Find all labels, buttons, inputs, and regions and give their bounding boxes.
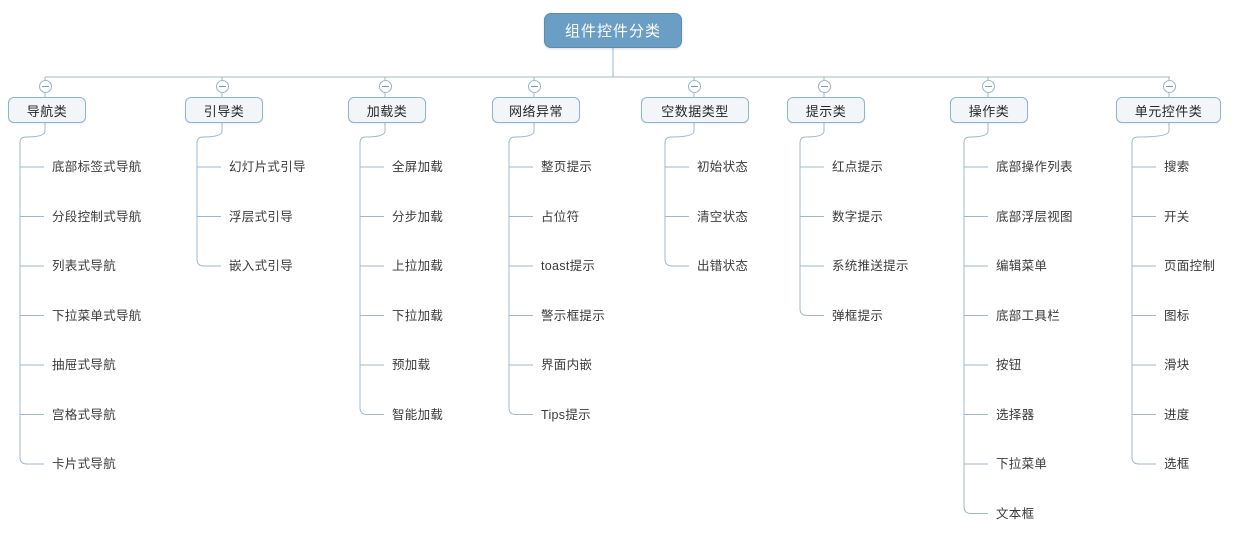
leaf-node-notice-1[interactable]: 数字提示	[832, 209, 884, 224]
leaf-node-empty-data-2[interactable]: 出错状态	[697, 259, 749, 273]
leaf-node-network-error-2[interactable]: toast提示	[541, 259, 596, 273]
category-node-notice[interactable]: 提示类	[787, 97, 865, 123]
leaf-node-operation-0[interactable]: 底部操作列表	[996, 160, 1073, 174]
category-node-label: 操作类	[968, 103, 1010, 119]
leaf-node-unit-control-0[interactable]: 搜索	[1164, 160, 1190, 174]
category-node-network-error[interactable]: 网络异常	[492, 97, 580, 123]
leaf-node-loading-4[interactable]: 预加载	[392, 358, 431, 372]
category-node-unit-control[interactable]: 单元控件类	[1116, 97, 1221, 123]
leaf-node-network-error-3[interactable]: 警示框提示	[541, 308, 606, 323]
leaf-node-loading-1[interactable]: 分步加载	[392, 209, 444, 224]
leaf-elbow-guidance-2	[196, 258, 221, 267]
leaf-node-empty-data-0[interactable]: 初始状态	[697, 160, 749, 174]
leaf-node-guidance-1[interactable]: 浮层式引导	[229, 209, 294, 224]
leaf-node-navigation-6[interactable]: 卡片式导航	[52, 457, 117, 471]
leaf-node-notice-2[interactable]: 系统推送提示	[832, 259, 909, 273]
leaf-node-loading-5[interactable]: 智能加载	[392, 407, 444, 422]
leaf-node-guidance-0[interactable]: 幻灯片式引导	[229, 160, 306, 174]
collapse-toggle-operation[interactable]	[981, 80, 995, 93]
leaf-node-navigation-2[interactable]: 列表式导航	[52, 259, 117, 273]
category-node-label: 网络异常	[508, 103, 563, 119]
leaf-elbow-empty-data-2	[664, 258, 689, 267]
leaf-node-loading-2[interactable]: 上拉加载	[392, 259, 444, 273]
root-node-label: 组件控件分类	[564, 23, 661, 40]
spine-elbow-loading	[359, 123, 386, 144]
category-node-empty-data[interactable]: 空数据类型	[641, 97, 749, 123]
leaf-node-network-error-1[interactable]: 占位符	[541, 209, 580, 224]
spine-elbow-guidance	[196, 123, 223, 144]
category-node-label: 单元控件类	[1134, 103, 1203, 119]
leaf-node-unit-control-6[interactable]: 选框	[1164, 457, 1190, 471]
leaf-node-unit-control-5[interactable]: 进度	[1164, 407, 1190, 422]
category-node-guidance[interactable]: 引导类	[185, 97, 263, 123]
collapse-toggle-empty-data[interactable]	[687, 80, 701, 93]
category-node-label: 导航类	[26, 103, 68, 119]
leaf-node-notice-0[interactable]: 红点提示	[832, 160, 884, 174]
root-node[interactable]: 组件控件分类	[544, 13, 682, 48]
spine-elbow-navigation	[19, 123, 46, 144]
collapse-toggle-navigation[interactable]	[38, 80, 52, 93]
leaf-elbow-navigation-6	[19, 456, 44, 465]
leaf-node-loading-0[interactable]: 全屏加载	[392, 160, 444, 174]
leaf-elbow-loading-5	[359, 407, 384, 415]
leaf-node-operation-4[interactable]: 按钮	[996, 358, 1022, 372]
leaf-node-operation-2[interactable]: 编辑菜单	[996, 259, 1048, 273]
spine-elbow-unit-control	[1131, 123, 1170, 144]
spine-elbow-notice	[799, 123, 825, 144]
leaf-node-unit-control-1[interactable]: 开关	[1164, 209, 1190, 224]
leaf-elbow-network-error-5	[508, 407, 533, 415]
category-node-operation[interactable]: 操作类	[950, 97, 1028, 123]
leaf-node-navigation-4[interactable]: 抽屉式导航	[52, 358, 117, 372]
spine-elbow-operation	[963, 123, 989, 144]
leaf-node-operation-5[interactable]: 选择器	[996, 407, 1035, 422]
leaf-node-empty-data-1[interactable]: 清空状态	[697, 209, 749, 224]
leaf-node-operation-7[interactable]: 文本框	[996, 506, 1035, 521]
leaf-node-unit-control-3[interactable]: 图标	[1164, 308, 1190, 323]
collapse-toggle-loading[interactable]	[378, 80, 392, 93]
category-node-label: 空数据类型	[661, 103, 729, 119]
collapse-toggle-guidance[interactable]	[215, 80, 229, 93]
leaf-node-navigation-0[interactable]: 底部标签式导航	[52, 160, 142, 174]
category-node-label: 加载类	[366, 103, 408, 119]
category-node-label: 提示类	[805, 103, 847, 119]
spine-elbow-network-error	[508, 123, 535, 144]
leaf-node-navigation-3[interactable]: 下拉菜单式导航	[52, 308, 142, 323]
leaf-elbow-notice-3	[799, 308, 824, 316]
leaf-node-operation-1[interactable]: 底部浮层视图	[996, 209, 1073, 224]
leaf-node-navigation-5[interactable]: 宫格式导航	[52, 407, 117, 422]
category-node-label: 引导类	[203, 103, 245, 119]
leaf-node-notice-3[interactable]: 弹框提示	[832, 308, 884, 323]
leaf-node-unit-control-2[interactable]: 页面控制	[1164, 259, 1216, 273]
leaf-node-loading-3[interactable]: 下拉加载	[392, 308, 444, 323]
leaf-node-operation-6[interactable]: 下拉菜单	[996, 457, 1048, 471]
category-node-navigation[interactable]: 导航类	[8, 97, 86, 123]
leaf-elbow-operation-7	[963, 506, 988, 514]
collapse-toggle-unit-control[interactable]	[1162, 80, 1176, 93]
leaf-elbow-unit-control-6	[1131, 456, 1156, 465]
collapse-toggle-notice[interactable]	[817, 80, 831, 93]
leaf-node-operation-3[interactable]: 底部工具栏	[996, 308, 1061, 323]
leaf-node-guidance-2[interactable]: 嵌入式引导	[229, 259, 294, 273]
leaf-node-network-error-4[interactable]: 界面内嵌	[541, 358, 593, 372]
leaf-node-network-error-5[interactable]: Tips提示	[541, 407, 591, 422]
leaf-node-unit-control-4[interactable]: 滑块	[1164, 358, 1190, 372]
spine-elbow-empty-data	[664, 123, 695, 144]
leaf-node-navigation-1[interactable]: 分段控制式导航	[52, 209, 142, 224]
leaf-node-network-error-0[interactable]: 整页提示	[541, 160, 593, 174]
category-node-loading[interactable]: 加载类	[348, 97, 426, 123]
collapse-toggle-network-error[interactable]	[527, 80, 541, 93]
